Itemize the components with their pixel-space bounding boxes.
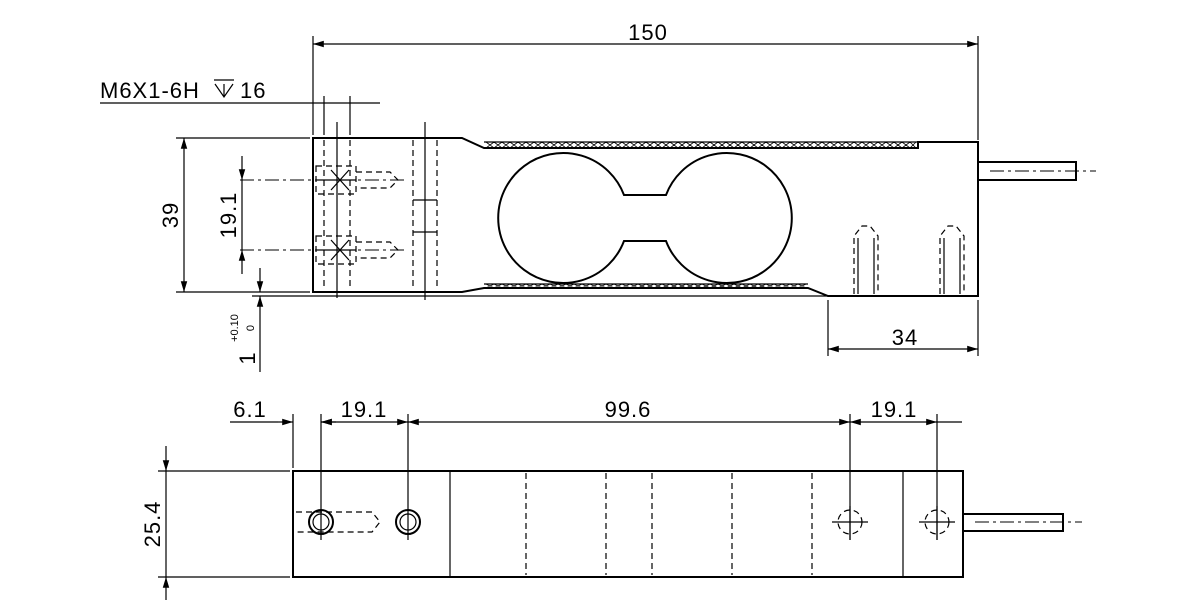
dim-label-39: 39	[158, 202, 183, 228]
dim-label-19-1-right: 19.1	[871, 397, 918, 422]
side-view	[240, 122, 1096, 300]
dim-label-99-6: 99.6	[605, 397, 652, 422]
top-view-body-outline	[292, 470, 964, 578]
threaded-holes-right	[853, 225, 965, 294]
threaded-holes-left	[315, 122, 399, 298]
tolerance-lower-label: 0	[245, 325, 257, 331]
dim-label-19-1-left: 19.1	[341, 397, 388, 422]
dim-label-34: 34	[892, 325, 918, 350]
through-holes-left	[412, 122, 438, 300]
top-cable	[962, 513, 1082, 532]
upper-seal-hatch	[485, 141, 917, 149]
top-holes-left	[296, 509, 421, 535]
binocular-cutout	[497, 152, 793, 284]
side-cable	[977, 161, 1096, 181]
depth-symbol-icon	[214, 79, 234, 99]
lower-seal-hatch	[485, 283, 807, 289]
thread-spec-label: M6X1-6H	[100, 78, 200, 103]
dim-label-150: 150	[628, 20, 668, 45]
dim-label-6-1: 6.1	[233, 397, 267, 422]
dim-width: 25.4	[140, 446, 290, 600]
tolerance-upper-label: +0.10	[229, 314, 241, 342]
svg-text:M6X1-6H: M6X1-6H	[100, 78, 200, 103]
dim-height: 39	[158, 137, 310, 293]
dim-total-length: 150	[312, 20, 979, 140]
thread-depth-label: 16	[240, 78, 266, 103]
dim-label-19-1-side: 19.1	[216, 192, 241, 239]
side-view-body-outline	[312, 137, 979, 297]
tolerance-base-label: 1	[235, 351, 260, 364]
dim-right-offset: 34	[827, 300, 979, 356]
top-view	[292, 470, 1082, 578]
dim-thread-callout: M6X1-6H 16	[100, 78, 380, 135]
dim-tolerance: 1 +0.10 0	[229, 268, 828, 372]
dim-hole-pitch: 19.1	[216, 156, 246, 274]
dim-bottom-row: 6.1 19.1 99.6 19.1	[230, 397, 962, 540]
dim-label-25-4: 25.4	[140, 501, 165, 548]
